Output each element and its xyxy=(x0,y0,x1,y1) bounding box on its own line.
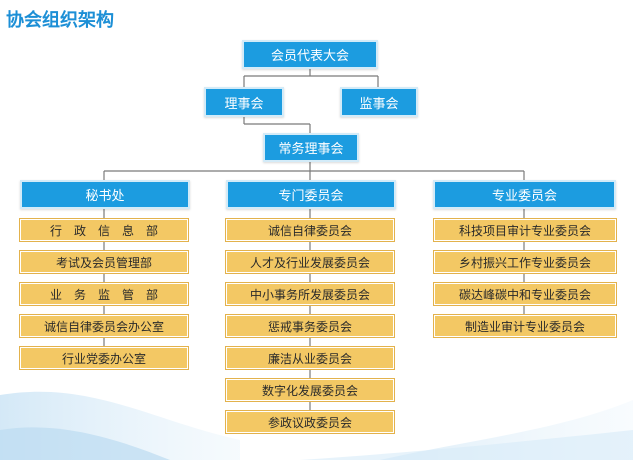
column-2-item: 数字化发展委员会 xyxy=(226,379,394,401)
column-1-item: 行 政 信 息 部 xyxy=(20,219,188,241)
column-2-item: 廉洁从业委员会 xyxy=(226,347,394,369)
column-1-item: 考试及会员管理部 xyxy=(20,251,188,273)
column-3-item: 制造业审计专业委员会 xyxy=(434,315,616,337)
column-2-item: 中小事务所发展委员会 xyxy=(226,283,394,305)
column-1-item: 诚信自律委员会办公室 xyxy=(20,315,188,337)
professional-committees-header: 专业委员会 xyxy=(433,180,616,209)
column-2-item: 诚信自律委员会 xyxy=(226,219,394,241)
column-3-item: 碳达峰碳中和专业委员会 xyxy=(434,283,616,305)
secretariat-header: 秘书处 xyxy=(20,180,190,209)
column-1-item: 业 务 监 管 部 xyxy=(20,283,188,305)
column-3-item: 科技项目审计专业委员会 xyxy=(434,219,616,241)
column-2-item: 惩戒事务委员会 xyxy=(226,315,394,337)
column-1-item: 行业党委办公室 xyxy=(20,347,188,369)
column-3-item: 乡村振兴工作专业委员会 xyxy=(434,251,616,273)
standing-council-box: 常务理事会 xyxy=(263,133,359,162)
member-assembly-box: 会员代表大会 xyxy=(242,40,378,69)
council-box: 理事会 xyxy=(204,87,284,117)
column-2-item: 人才及行业发展委员会 xyxy=(226,251,394,273)
page-title: 协会组织架构 xyxy=(6,10,114,31)
special-committees-header: 专门委员会 xyxy=(226,180,396,209)
column-2-item: 参政议政委员会 xyxy=(226,411,394,433)
supervisory-board-box: 监事会 xyxy=(340,87,418,117)
